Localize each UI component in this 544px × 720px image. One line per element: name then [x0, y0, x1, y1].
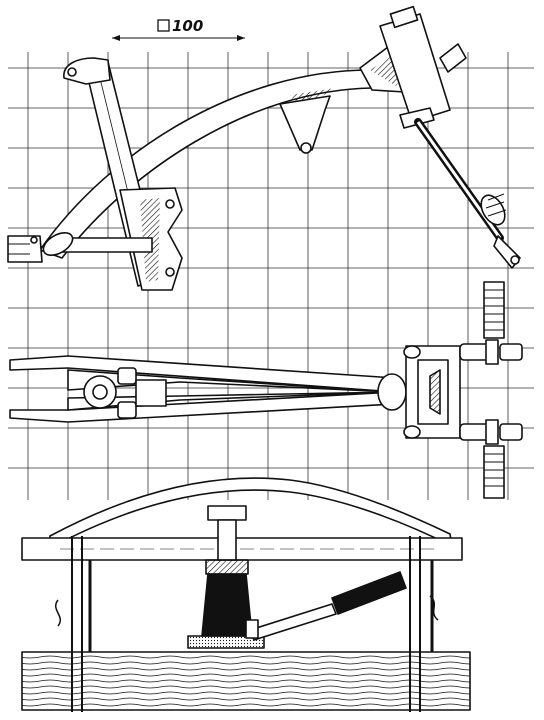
- fork-top-view: [9, 281, 523, 499]
- scale-square-icon: [157, 19, 170, 32]
- scale-marker: 100: [112, 17, 245, 41]
- upper-spring: [483, 281, 505, 339]
- fork-side-view: [7, 5, 521, 291]
- scale-label: 100: [172, 17, 203, 35]
- bending-press: [21, 477, 471, 712]
- lower-spring: [483, 445, 505, 499]
